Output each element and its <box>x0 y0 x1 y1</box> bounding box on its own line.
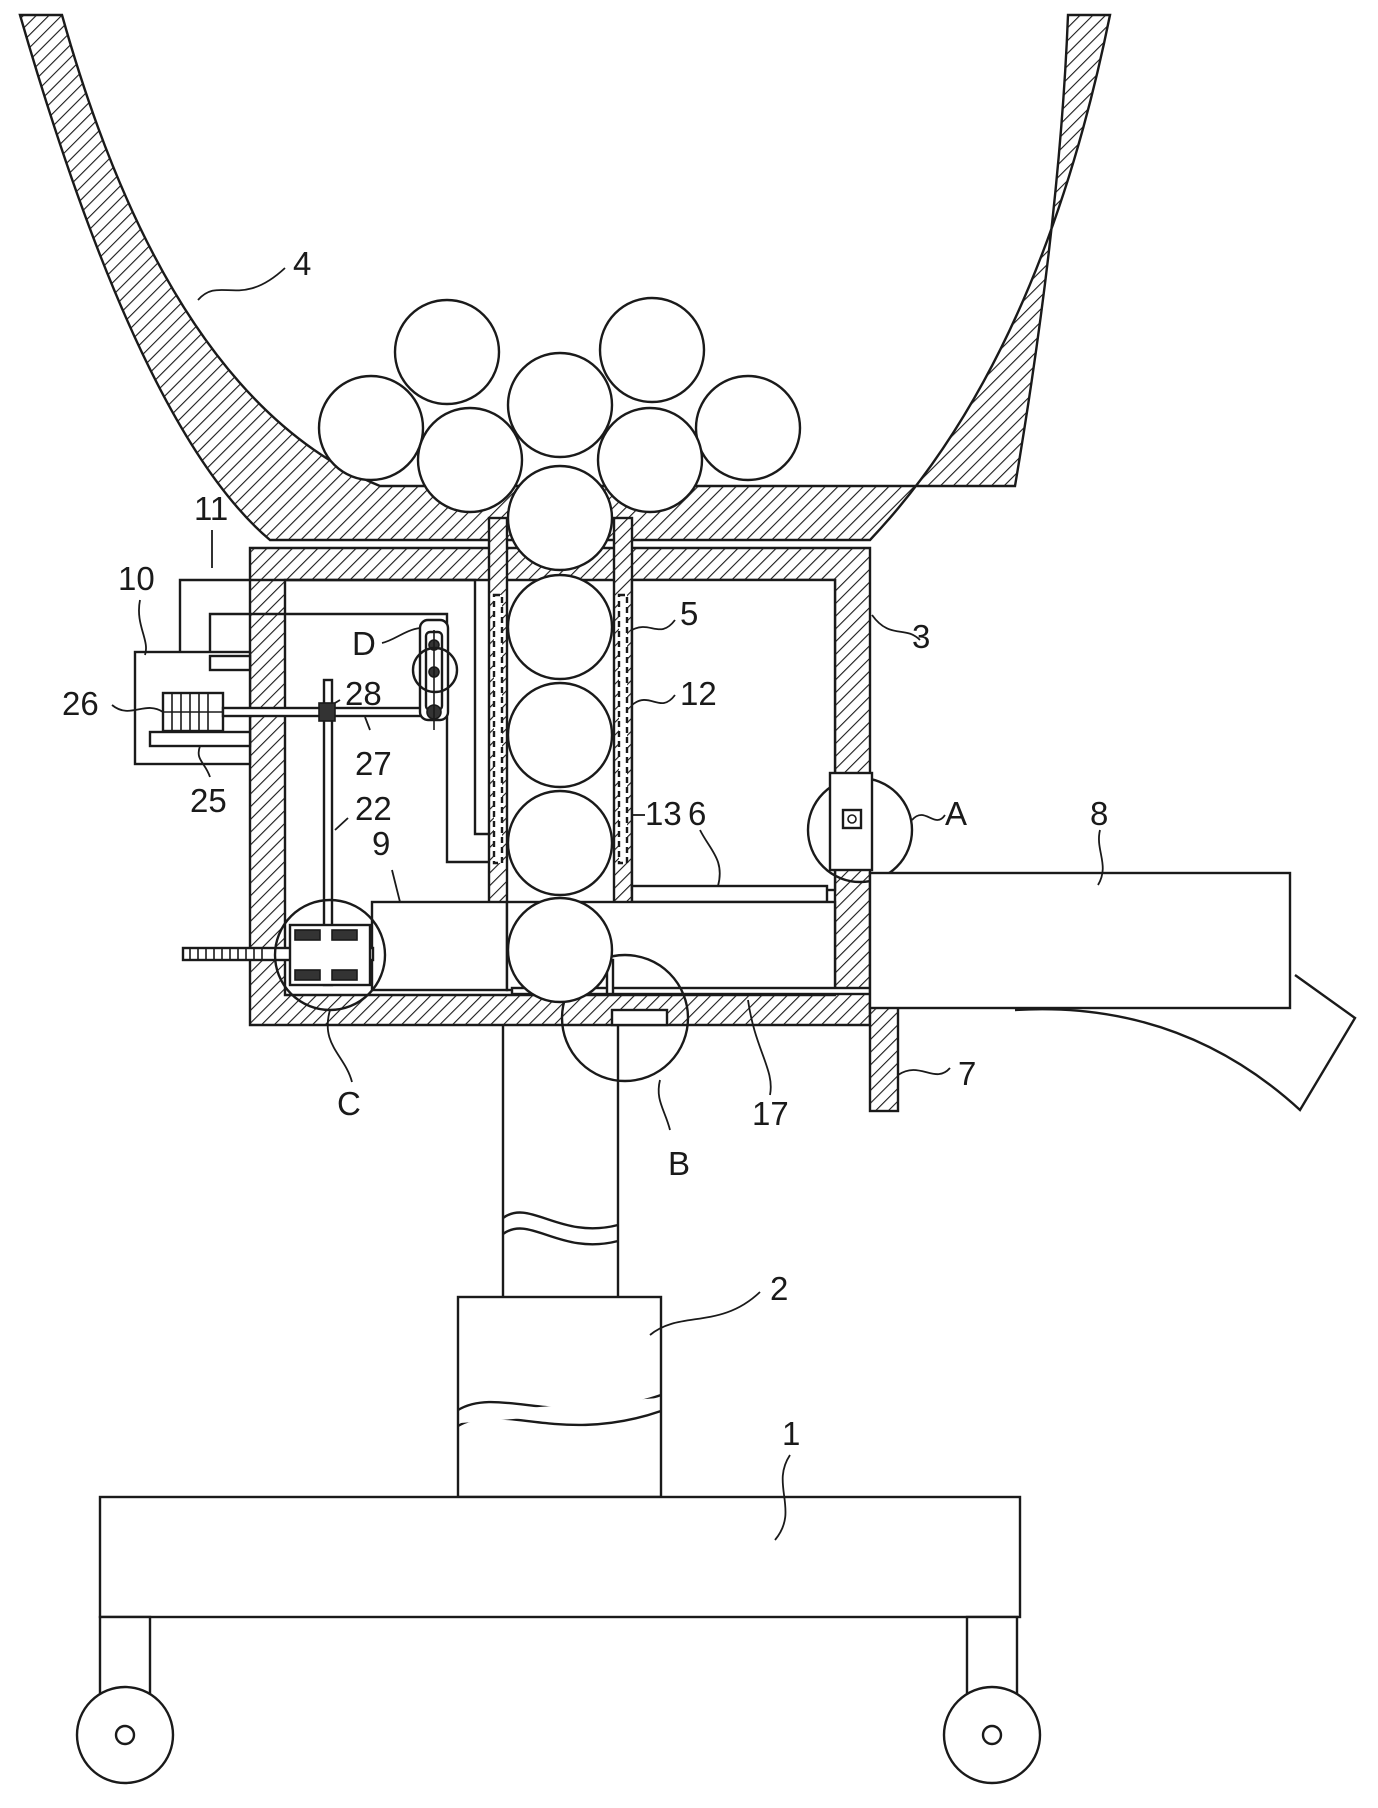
leader-9 <box>391 869 401 903</box>
motor-icon <box>161 691 225 733</box>
inner-chamber-right <box>630 578 837 892</box>
label-9: 9 <box>372 825 390 862</box>
leader-3 <box>871 614 921 641</box>
leader-12 <box>631 694 676 706</box>
detail-circle-b <box>560 953 690 1083</box>
leader-17 <box>747 999 772 1096</box>
leader-26 <box>111 704 164 713</box>
ball-icon <box>506 351 614 459</box>
ball-icon <box>596 406 704 514</box>
leader-10 <box>138 599 147 656</box>
leader-1 <box>774 1454 791 1541</box>
label-17: 17 <box>752 1095 789 1132</box>
ball-icon <box>506 464 614 572</box>
linkage-frame-11-inner <box>208 612 489 864</box>
label-8: 8 <box>1090 795 1108 832</box>
ball-icon <box>317 374 425 482</box>
door-7 <box>868 1003 900 1113</box>
leader-27 <box>364 716 371 731</box>
leader-a <box>911 814 946 821</box>
leader-25 <box>197 745 211 778</box>
push-block-9 <box>370 900 509 992</box>
wheel-icon <box>942 1685 1042 1785</box>
motor-base-25 <box>148 730 252 748</box>
label-1: 1 <box>782 1415 800 1452</box>
detail-circle-d <box>411 646 459 694</box>
pole-break-1 <box>502 1211 619 1230</box>
coupler-28 <box>318 702 336 722</box>
label-a: A <box>945 795 967 832</box>
outlet-chute-8 <box>868 871 1292 1010</box>
label-2: 2 <box>770 1270 788 1307</box>
label-b: B <box>668 1145 690 1182</box>
outlet-lip <box>1014 974 1357 1112</box>
label-4: 4 <box>293 245 311 282</box>
leader-6 <box>699 829 721 887</box>
leader-b <box>657 1079 671 1131</box>
ball-icon <box>416 406 524 514</box>
ball-icon <box>506 573 614 681</box>
latch-pin-hole <box>847 814 857 824</box>
leader-28 <box>334 699 341 704</box>
label-c: C <box>337 1085 361 1122</box>
leader-7 <box>897 1067 951 1076</box>
pole-break-2 <box>502 1227 619 1246</box>
label-10: 10 <box>118 560 155 597</box>
cam-assembly <box>418 618 450 730</box>
leader-2 <box>649 1291 761 1336</box>
label-6: 6 <box>688 795 706 832</box>
label-3: 3 <box>912 618 930 655</box>
label-22: 22 <box>355 790 392 827</box>
ball-icon <box>506 896 614 1004</box>
label-28: 28 <box>345 675 382 712</box>
leader-22 <box>334 817 349 831</box>
label-5: 5 <box>680 595 698 632</box>
leader-d <box>381 627 421 644</box>
label-13: 13 <box>645 795 682 832</box>
sleeve-mask <box>459 1398 660 1423</box>
rack-assembly <box>181 923 375 987</box>
guide-strip-left <box>492 593 504 865</box>
leader-8 <box>1097 829 1104 886</box>
motor-base-25b <box>208 654 252 672</box>
guide-strip-right <box>617 593 629 865</box>
latch-pin <box>841 808 863 830</box>
base-1 <box>98 1495 1022 1619</box>
label-12: 12 <box>680 675 717 712</box>
ball-icon <box>598 296 706 404</box>
label-27: 27 <box>355 745 392 782</box>
bottom-block <box>610 1008 669 1027</box>
label-7: 7 <box>958 1055 976 1092</box>
wheel-icon <box>75 1685 175 1785</box>
label-26: 26 <box>62 685 99 722</box>
label-25: 25 <box>190 782 227 819</box>
sleeve-2 <box>456 1295 663 1499</box>
leader-5 <box>631 619 676 631</box>
ball-icon <box>506 681 614 789</box>
ball-icon <box>393 298 501 406</box>
ball-icon <box>506 789 614 897</box>
leader-c <box>326 1009 353 1083</box>
linkage-frame-11 <box>178 578 489 836</box>
leader-4 <box>197 267 286 301</box>
hopper <box>18 13 1112 542</box>
ball-icon <box>694 374 802 482</box>
label-d: D <box>352 625 376 662</box>
label-11: 11 <box>194 490 228 527</box>
plate-6 <box>630 884 829 904</box>
